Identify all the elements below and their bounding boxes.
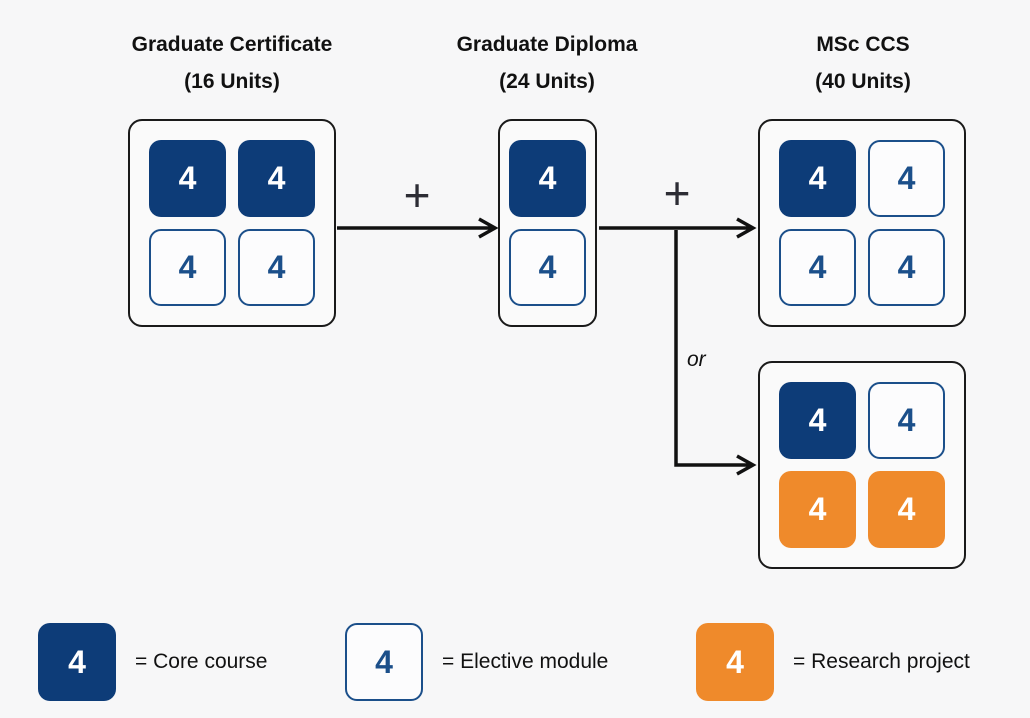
course-tile-elective: 4 [779,229,856,306]
legend-core-tile: 4 [38,623,116,701]
legend-item-elective-module: 4 = Elective module [345,623,608,701]
stage-title-msc-ccs: MSc CCS (40 Units) [703,26,1023,100]
stage-units-line: (40 Units) [815,70,911,93]
msc-ccs-option2-box: 4 4 4 4 [758,361,966,569]
course-tile-core: 4 [509,140,586,217]
stage-title-line: Graduate Certificate [131,33,333,56]
course-tile-elective: 4 [509,229,586,306]
course-tile-elective: 4 [868,229,945,306]
course-tile-core: 4 [149,140,226,217]
legend-research-label: = Research project [793,650,970,673]
legend-elective-label: = Elective module [442,650,609,673]
course-tile-elective: 4 [868,382,945,459]
course-tile-research: 4 [868,471,945,548]
stage-title-graduate-certificate: Graduate Certificate (16 Units) [72,26,392,100]
course-tile-core: 4 [238,140,315,217]
stage-units-line: (24 Units) [499,70,595,93]
stage-title-graduate-diploma: Graduate Diploma (24 Units) [387,26,707,100]
legend-research-tile: 4 [696,623,774,701]
course-tile-research: 4 [779,471,856,548]
course-tile-core: 4 [779,382,856,459]
or-connector-label: or [687,348,706,371]
plus-connector: + [663,167,691,219]
stage-title-line: MSc CCS [816,33,910,56]
stage-title-line: Graduate Diploma [456,33,638,56]
msc-ccs-option1-box: 4 4 4 4 [758,119,966,327]
arrow-diploma-to-msc-option1 [599,217,757,239]
legend-core-label: = Core course [135,650,268,673]
legend-item-research-project: 4 = Research project [696,623,970,701]
legend-elective-tile: 4 [345,623,423,701]
legend-item-core-course: 4 = Core course [38,623,267,701]
graduate-diploma-box: 4 4 [498,119,597,327]
course-tile-elective: 4 [149,229,226,306]
course-tile-core: 4 [779,140,856,217]
stage-units-line: (16 Units) [184,70,280,93]
course-tile-elective: 4 [868,140,945,217]
arrow-cert-to-diploma [337,217,499,239]
plus-connector: + [403,169,431,221]
course-tile-elective: 4 [238,229,315,306]
graduate-certificate-box: 4 4 4 4 [128,119,336,327]
